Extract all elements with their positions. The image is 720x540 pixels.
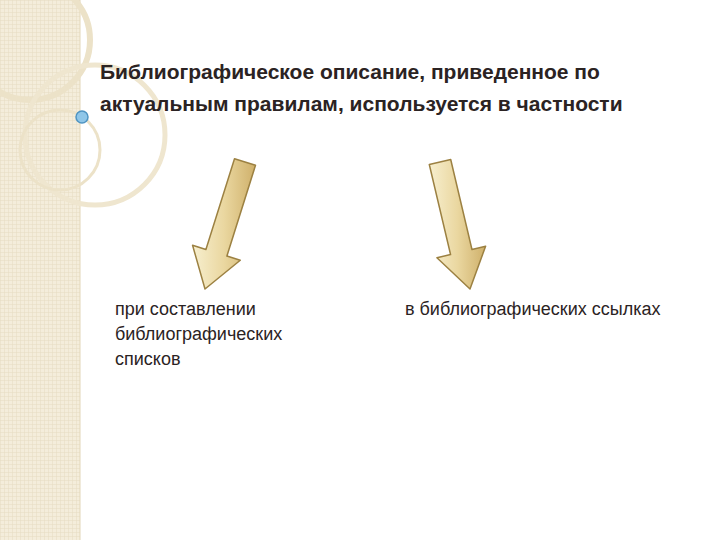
node-text: при составлении библиографических списко… (115, 297, 350, 372)
node-text: в библиографических ссылках (405, 297, 670, 322)
band-edge (80, 0, 81, 540)
bullet-dot (76, 111, 88, 123)
node-text: Библиографическое описание, приведенное … (100, 56, 675, 120)
target-text: в библиографических ссылках (405, 297, 670, 322)
heading-text: Библиографическое описание, приведенное … (100, 56, 675, 120)
decor-arc (25, 65, 165, 205)
decor-arc (20, 110, 100, 190)
block-arrow (193, 159, 256, 289)
target-text: при составлении библиографических списко… (115, 297, 350, 372)
side-band (0, 0, 80, 540)
block-arrow (429, 159, 485, 289)
